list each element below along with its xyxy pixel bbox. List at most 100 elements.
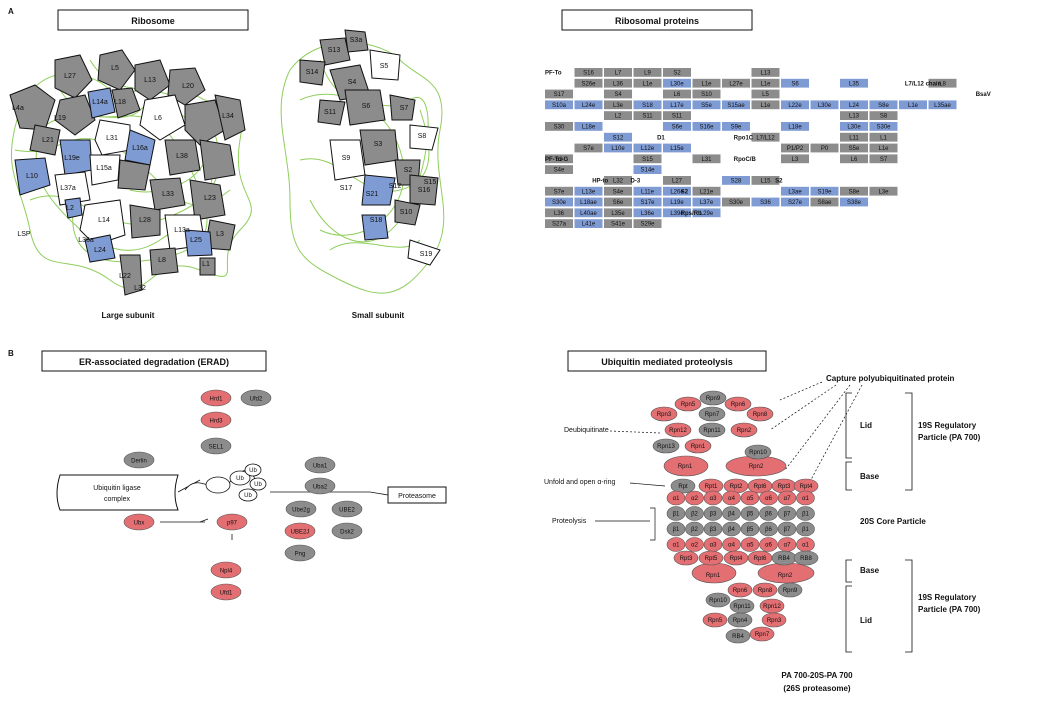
ribosomal-protein-cell-label: L1e	[642, 81, 653, 87]
ribosomal-protein-side-label: RpoC/B	[734, 157, 757, 163]
core-particle-subunit-label: β1	[802, 527, 809, 533]
large-subunit-protein-label: L13	[144, 77, 156, 84]
ribosomal-protein-side-label: PF-To	[545, 71, 562, 77]
small-subunit-protein-label: S4	[348, 79, 357, 86]
erad-protein-label: UBE2	[339, 507, 355, 513]
large-subunit-protein-label: L10	[26, 173, 38, 180]
ribosomal-protein-cell-label: L15	[760, 179, 771, 185]
ribosomal-protein-cell-label: S6e	[672, 125, 683, 131]
ribosomal-protein-cell	[604, 186, 632, 196]
core-particle-subunit-label: β5	[747, 527, 754, 533]
core-particle-subunit-label: α4	[728, 543, 735, 549]
erad-title-box	[41, 350, 267, 372]
core-particle-subunit-label: α7	[784, 543, 791, 549]
ribosomal-protein-cell	[545, 154, 573, 164]
panel-a-letter: A	[8, 7, 14, 16]
proteasome-subunit-label: Rpn11	[703, 428, 721, 434]
erad-protein-node	[200, 437, 232, 455]
large-subunit-protein-label: L13a	[174, 227, 190, 234]
proteasome-subunit-label: Rpn6	[733, 588, 748, 594]
large-subunit-protein-label: L16a	[132, 145, 148, 152]
ribosomal-protein-cell	[604, 78, 632, 88]
core-particle-subunit-label: β4	[728, 527, 735, 533]
proteasome-subunit	[730, 422, 758, 438]
ribosomal-protein-cell-label: L39e	[670, 211, 684, 217]
large-subunit-protein-label: L24	[94, 247, 106, 254]
ribosomal-protein-cell-label: L24	[849, 103, 860, 109]
erad-protein-label: p97	[227, 520, 238, 526]
proteasome-subunit	[652, 438, 680, 454]
ribosomal-proteins-title-box	[561, 9, 753, 31]
core-particle-subunit	[685, 506, 704, 521]
large-subunit-protein-label: L14	[98, 217, 110, 224]
erad-protein-node	[210, 583, 242, 601]
ribosomal-protein-cell-label: S18	[642, 103, 653, 109]
capture-label: Capture polyubiquitinated protein	[826, 374, 955, 383]
ribosomal-protein-cell	[574, 219, 603, 228]
ribosomal-protein-cell	[604, 219, 632, 228]
ribosomal-protein-cell	[604, 100, 632, 110]
erad-protein-label: Npl4	[220, 568, 233, 574]
proteasome-subunit-label: Rpn1	[706, 573, 721, 579]
core-particle-subunit-label: α7	[784, 496, 791, 502]
right-brackets	[845, 392, 913, 653]
ribosomal-protein-cell-label: L2	[615, 114, 622, 120]
ribosomal-protein-cell-label: L22e	[788, 103, 802, 109]
ubiquitin-chain-icon	[184, 463, 267, 502]
ribosomal-protein-cell	[840, 132, 868, 142]
ribosomal-protein-cell	[545, 89, 573, 99]
proteasome-subunit	[698, 422, 726, 438]
rp-bottom-label-1: 19S Regulatory	[918, 593, 977, 602]
lid-top-label: Lid	[860, 421, 872, 430]
ribosomal-protein-side-label: BsaV	[976, 92, 991, 98]
ribosomal-protein-cell	[633, 78, 662, 88]
core-particle-subunit-label: β2	[691, 512, 698, 518]
ribosomal-protein-cell-label: L30e	[818, 103, 832, 109]
ribosomal-protein-cell-label: L8	[939, 81, 946, 87]
ribosomal-protein-cell-label: S16e	[699, 125, 714, 131]
ribosomal-protein-cell-label: L21e	[700, 189, 714, 195]
ribosomal-protein-side-label: HP-to	[592, 179, 608, 185]
ribosomal-protein-cell	[722, 197, 750, 207]
ribosomal-protein-cell	[633, 186, 662, 196]
large-subunit-protein-label: L6	[154, 115, 162, 122]
ribosomal-protein-cell-label: S7	[880, 157, 888, 163]
ribosomal-protein-cell	[663, 122, 691, 131]
ribosomal-protein-cell-label: L27e	[729, 81, 743, 87]
proteasome-subunit	[777, 582, 803, 598]
proteasome-subunit	[746, 406, 774, 422]
ribosomal-protein-cell	[840, 186, 868, 196]
ribosomal-protein-cell-label: L41e	[582, 222, 596, 228]
ribosomal-protein-cell	[604, 143, 632, 153]
large-subunit-protein-label: L38	[176, 153, 188, 160]
core-particle-subunit-label: β3	[710, 527, 717, 533]
proteolysis-bracket	[595, 507, 656, 541]
ribosomal-protein-cell	[840, 111, 868, 120]
ribosomal-protein-cell-label: S30e	[729, 200, 744, 206]
proteasome-subunit-label: Rpt1	[705, 484, 718, 490]
ribosomal-protein-cell	[545, 186, 573, 196]
ribosomal-protein-cell	[545, 219, 573, 228]
core-particle-subunit-label: β6	[765, 527, 772, 533]
large-subunit-protein-label: L8	[158, 257, 166, 264]
erad-protein-node	[123, 451, 155, 469]
large-subunit-protein-label: L1	[202, 261, 210, 268]
erad-protein-node	[200, 411, 232, 429]
proteasome-subunit-label: Rpn12	[669, 428, 687, 434]
ribosomal-protein-cell-label: L13	[849, 114, 860, 120]
core-particle-subunit-label: β7	[784, 512, 791, 518]
large-subunit-protein-label: L28	[139, 217, 151, 224]
deubiquitinate-label: Deubiquitinate	[564, 427, 609, 434]
ribosomal-protein-cell-label: S30e	[876, 125, 891, 131]
large-subunit-protein-label: L19	[54, 115, 66, 122]
proteasome-subunit-label: Rpn6	[731, 402, 746, 408]
ribosomal-protein-cell	[692, 154, 721, 164]
proteasome-subunit-label: Rpn12	[763, 604, 781, 610]
ribosomal-protein-cell-label: S36	[760, 200, 771, 206]
proteasome-label: Proteasome	[398, 493, 436, 500]
proteasome-subunit-label: Rpn1	[678, 464, 693, 470]
ribosomal-protein-cell	[663, 197, 691, 207]
